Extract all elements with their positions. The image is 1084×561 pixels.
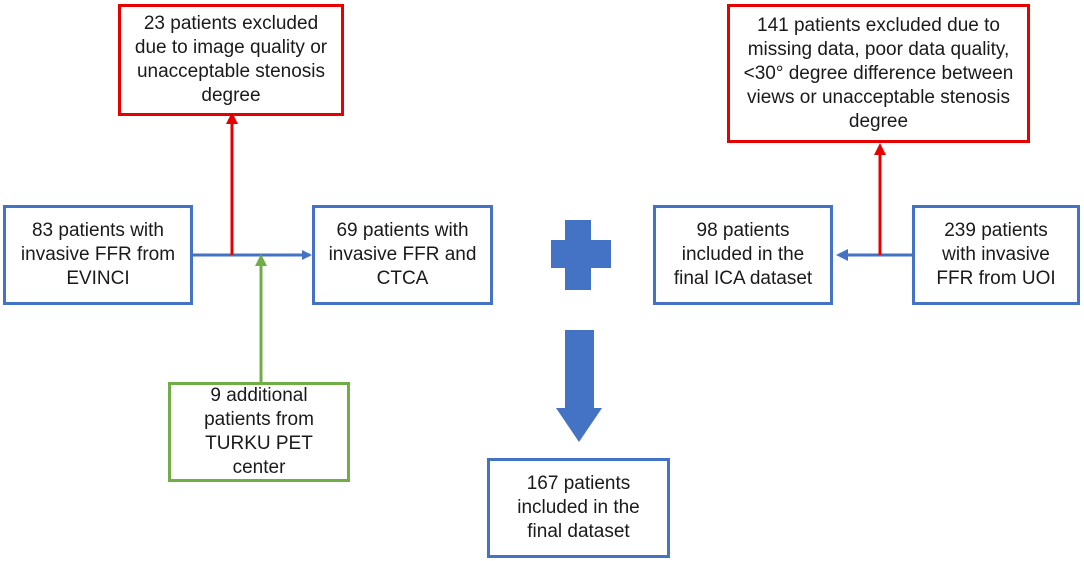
turku-9-text: 9 additional patients from TURKU PET cen… <box>204 385 314 478</box>
excluded-23-box: 23 patients excluded due to image qualit… <box>118 4 344 116</box>
uoi-239-box: 239 patients with invasive FFR from UOI <box>912 205 1080 305</box>
arrowhead-uoi-to-ica <box>836 249 848 261</box>
evinci-text: 83 patients with invasive FFR from EVINC… <box>20 220 176 289</box>
final-167-text: 167 patients included in the final datas… <box>517 473 640 542</box>
excluded-141-text: 141 patients excluded due to missing dat… <box>743 14 1014 132</box>
down-arrow-icon <box>556 330 602 442</box>
turku-9-box: 9 additional patients from TURKU PET cen… <box>168 382 350 482</box>
arrowhead-excluded-141 <box>874 143 886 155</box>
evinci-box: 83 patients with invasive FFR from EVINC… <box>3 205 193 305</box>
excluded-23-text: 23 patients excluded due to image qualit… <box>134 13 328 106</box>
ica-98-box: 98 patients included in the final ICA da… <box>653 205 833 305</box>
ctca-69-text: 69 patients with invasive FFR and CTCA <box>328 220 477 289</box>
arrowhead-turku <box>255 254 267 266</box>
plus-icon <box>551 220 611 290</box>
arrowhead-excluded-23 <box>226 112 238 124</box>
final-167-box: 167 patients included in the final datas… <box>487 458 670 558</box>
ctca-69-box: 69 patients with invasive FFR and CTCA <box>312 205 493 305</box>
uoi-239-text: 239 patients with invasive FFR from UOI <box>936 220 1056 289</box>
excluded-141-box: 141 patients excluded due to missing dat… <box>727 4 1030 143</box>
ica-98-text: 98 patients included in the final ICA da… <box>673 220 813 289</box>
